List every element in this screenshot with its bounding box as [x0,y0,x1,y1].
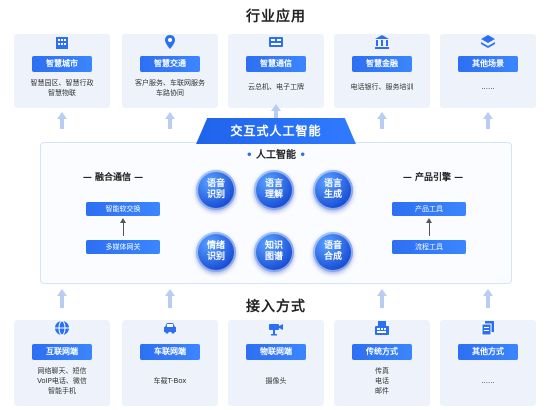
bank-icon [374,34,390,50]
multimedia-gateway-button[interactable]: 多媒体网关 [86,240,160,254]
card-label: 传统方式 [352,344,412,360]
card-desc: 传真 电话 邮件 [375,367,389,395]
arrow-stem [60,296,64,308]
orb-emotion-recognition[interactable]: 情绪 识别 [196,232,236,272]
card-label: 物联网端 [246,344,306,360]
car-icon [162,320,178,336]
card-desc: 智慧园区、智慧行政 智慧物联 [30,79,94,97]
dot-icon: • [246,150,253,161]
card-other-methods[interactable]: 其他方式 ...... [440,320,536,406]
card-internet[interactable]: 互联网端 网络聊天、短信 VoIP电话、微信 智能手机 [14,320,110,406]
camera-icon [268,320,284,336]
ai-subtitle: • 人工智能 • [196,146,356,161]
card-label: 车联网端 [140,344,200,360]
product-engine-title: — 产品引擎 — [378,170,488,183]
card-traditional[interactable]: 传统方式 传真 电话 邮件 [334,320,430,406]
arrow-stem [60,119,64,129]
fusion-comm-title-text: 融合通信 [94,173,131,183]
fusion-comm-title: — 融合通信 — [58,170,168,183]
arrow-up-icon [271,104,281,111]
smart-softswitch-button[interactable]: 智能软交换 [86,202,160,216]
arrow-up-icon [120,218,126,223]
arrow-stem [380,119,384,129]
dash-icon: — [82,173,95,183]
arrow-stem [486,119,490,129]
arrow-stem [168,119,172,129]
card-smart-communication[interactable]: 智慧通信 云总机、电子工牌 [228,34,324,108]
card-smart-finance[interactable]: 智慧金融 电话银行、服务培训 [334,34,430,108]
arrow-up-icon [483,112,493,119]
arrow-up-icon [377,112,387,119]
card-desc: 电话银行、服务培训 [350,83,414,91]
product-tools-button[interactable]: 产品工具 [392,202,466,216]
communication-icon [268,34,284,50]
arrow-stem [168,296,172,308]
ai-subtitle-text: 人工智能 [256,150,296,161]
card-desc: 云总机、电子工牌 [248,83,304,91]
card-desc: 摄像头 [265,377,287,385]
arrow-up-icon [426,218,432,223]
process-tools-button[interactable]: 流程工具 [392,240,466,254]
access-title: 接入方式 [246,299,306,315]
card-desc: 客户服务、车联网服务 车路协同 [135,79,205,97]
card-smart-traffic[interactable]: 智慧交通 客户服务、车联网服务 车路协同 [122,34,218,108]
card-label: 智慧城市 [32,56,92,72]
card-desc: 网络聊天、短信 VoIP电话、微信 智能手机 [37,367,87,395]
arrow-up-icon [165,289,175,296]
card-smart-city[interactable]: 智慧城市 智慧园区、智慧行政 智慧物联 [14,34,110,108]
orb-speech-synthesis[interactable]: 语音 合成 [313,232,353,272]
card-desc: 车载T-Box [153,377,187,385]
ai-banner: 交互式人工智能 [196,118,356,144]
arrow-up-icon [57,112,67,119]
card-desc: ...... [481,377,495,385]
city-building-icon [54,34,70,50]
card-label: 其他场景 [458,56,518,72]
arrow-up-icon [483,289,493,296]
product-engine-title-text: 产品引擎 [414,173,451,183]
dash-icon: — [451,173,464,183]
card-vehicle-network[interactable]: 车联网端 车载T-Box [122,320,218,406]
card-iot[interactable]: 物联网端 摄像头 [228,320,324,406]
card-other-scenes[interactable]: 其他场景 ...... [440,34,536,108]
dot-icon: • [299,150,306,161]
arrow-up-icon [165,112,175,119]
dash-icon: — [402,173,415,183]
layers-icon [480,34,496,50]
arrow-stem [274,110,278,118]
location-pin-icon [162,34,178,50]
arrow-up-icon [377,289,387,296]
orb-knowledge-graph[interactable]: 知识 图谱 [254,232,294,272]
card-label: 智慧金融 [352,56,412,72]
arrow-stem [486,296,490,308]
card-label: 智慧通信 [246,56,306,72]
orb-language-understanding[interactable]: 语言 理解 [254,170,294,210]
arrow-stem [123,222,124,236]
card-label: 其他方式 [458,344,518,360]
industry-title: 行业应用 [246,9,306,25]
dash-icon: — [131,173,144,183]
card-label: 智慧交通 [140,56,200,72]
arrow-up-icon [57,289,67,296]
arrow-stem [429,222,430,236]
orb-speech-recognition[interactable]: 语音 识别 [196,170,236,210]
card-label: 互联网端 [32,344,92,360]
documents-icon [480,320,496,336]
orb-language-generation[interactable]: 语言 生成 [313,170,353,210]
fax-icon [374,320,390,336]
globe-icon [54,320,70,336]
card-desc: ...... [481,83,495,91]
arrow-stem [380,296,384,308]
